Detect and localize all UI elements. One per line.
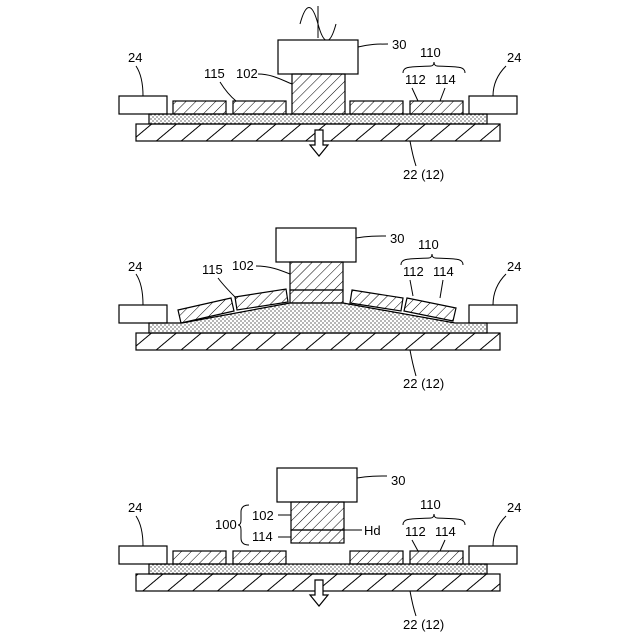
chip (173, 101, 226, 114)
label-head: 30 (391, 473, 405, 488)
adhesive-film (149, 114, 487, 124)
label-112: 112 (403, 264, 424, 279)
label-115: 115 (202, 262, 223, 277)
chip (350, 101, 403, 114)
label-24-left: 24 (128, 50, 142, 65)
chip (350, 551, 403, 564)
adhesive-film (149, 564, 487, 574)
label-head: 30 (390, 231, 404, 246)
stage (136, 333, 500, 350)
panel-2: 30 102 110 112 114 115 24 24 22 (12) (119, 228, 521, 391)
chip (410, 551, 463, 564)
tool-102 (291, 502, 344, 530)
chip (410, 101, 463, 114)
chip-center (290, 290, 343, 303)
label-stage: 22 (12) (403, 376, 444, 391)
head-30 (276, 228, 356, 262)
label-24-right: 24 (507, 50, 521, 65)
panel-3: 30 102 114 100 Hd 110 112 114 24 24 22 (… (119, 468, 521, 632)
support-right (469, 96, 517, 114)
label-114: 114 (433, 264, 454, 279)
label-assembly: 100 (215, 517, 237, 532)
label-110: 110 (420, 45, 441, 60)
support-left (119, 546, 167, 564)
head-30 (278, 40, 358, 74)
label-hd: Hd (364, 523, 381, 538)
label-114: 114 (435, 72, 456, 87)
label-110: 110 (420, 497, 441, 512)
label-24-right: 24 (507, 500, 521, 515)
label-head: 30 (392, 37, 406, 52)
tool-102 (290, 262, 343, 290)
label-102: 102 (252, 508, 274, 523)
assembly-bracket (238, 505, 249, 545)
support-left (119, 305, 167, 323)
tool-102 (292, 74, 345, 114)
label-102: 102 (236, 66, 258, 81)
label-114-picked: 114 (252, 529, 273, 544)
chip (173, 551, 226, 564)
chip (233, 101, 286, 114)
support-left (119, 96, 167, 114)
label-stage: 22 (12) (403, 617, 444, 632)
label-102: 102 (232, 258, 254, 273)
label-110: 110 (418, 237, 439, 252)
panel-1: 30 102 110 112 114 115 24 24 22 ( (119, 6, 521, 182)
support-right (469, 546, 517, 564)
label-115: 115 (204, 66, 225, 81)
label-24-right: 24 (507, 259, 521, 274)
label-24-left: 24 (128, 500, 142, 515)
label-114: 114 (435, 524, 456, 539)
label-112: 112 (405, 524, 426, 539)
chip-picked (291, 530, 344, 543)
head-30 (277, 468, 357, 502)
label-24-left: 24 (128, 259, 142, 274)
label-112: 112 (405, 72, 426, 87)
chip (233, 551, 286, 564)
label-stage: 22 (12) (403, 167, 444, 182)
support-right (469, 305, 517, 323)
